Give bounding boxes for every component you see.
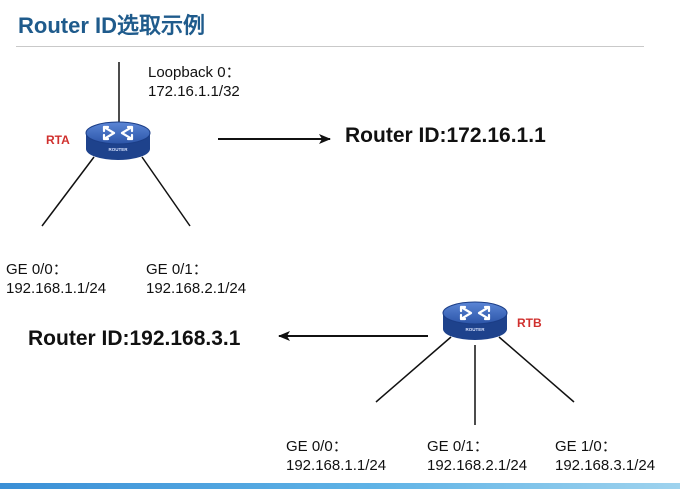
rta-ge01-link — [141, 156, 191, 227]
rtb-router-id: Router ID:192.168.3.1 — [28, 327, 241, 350]
rta-loopback-label: Loopback 0： 172.16.1.1/32 — [148, 64, 241, 100]
page-title: Router ID选取示例 — [18, 13, 206, 38]
rtb-ge10-label: GE 1/0： 192.168.3.1/24 — [555, 438, 656, 474]
rtb-name: RTB — [517, 316, 542, 330]
rtb-ge00-label: GE 0/0： 192.168.1.1/24 — [286, 438, 387, 474]
rtb-ge10-link — [498, 336, 575, 403]
rta-name: RTA — [46, 133, 70, 147]
footer-accent-bar — [0, 483, 680, 489]
rta-ge00-link — [41, 156, 95, 227]
router-rtb-icon: ROUTER — [442, 301, 508, 340]
title-divider — [16, 46, 644, 47]
rta-device-text: ROUTER — [109, 147, 129, 152]
rta-router-id: Router ID:172.16.1.1 — [345, 124, 546, 147]
rta-ge00-label: GE 0/0： 192.168.1.1/24 — [6, 261, 107, 297]
rtb-ge00-link — [375, 336, 452, 403]
rtb-ge01-label: GE 0/1： 192.168.2.1/24 — [427, 438, 528, 474]
rta-ge01-label: GE 0/1： 192.168.2.1/24 — [146, 261, 247, 297]
router-rta-icon: ROUTER — [85, 121, 151, 160]
rtb-device-text: ROUTER — [466, 327, 486, 332]
